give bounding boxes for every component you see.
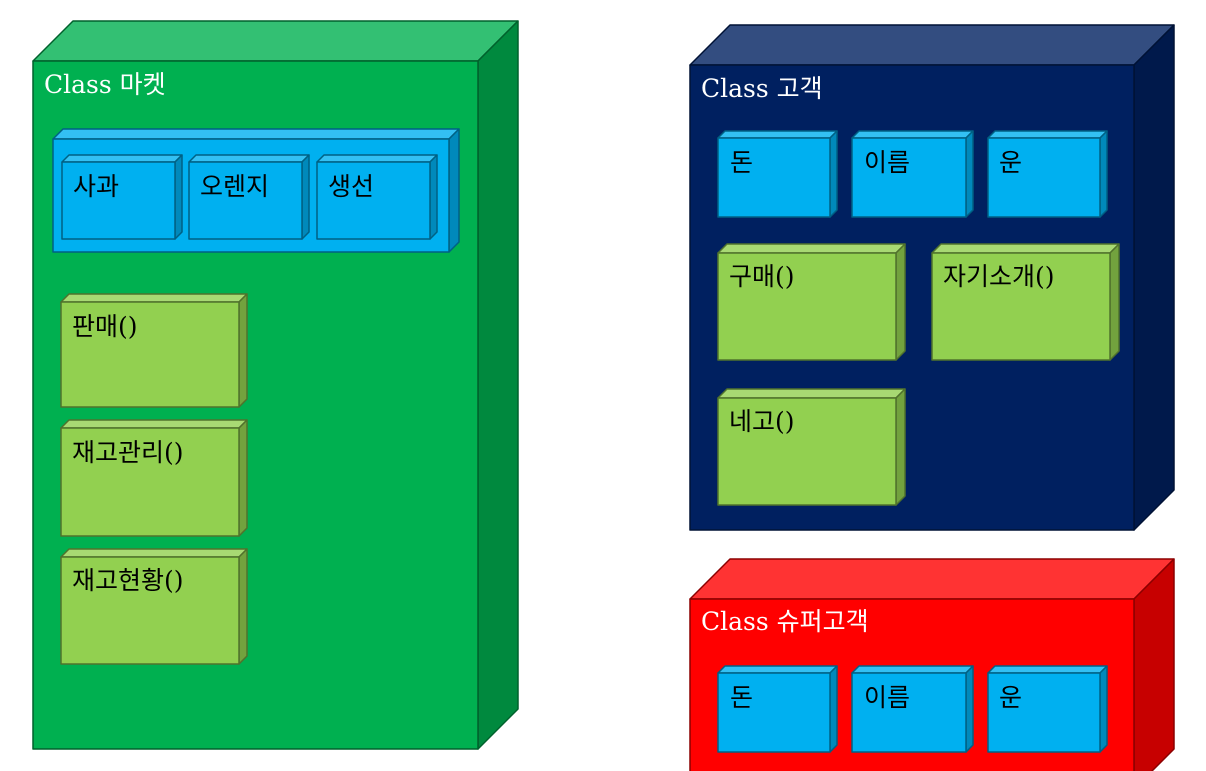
customer-method-nego: 네고()	[729, 407, 795, 436]
market-method-box-sell-top	[60, 293, 248, 303]
customer-method-box-nego-front	[717, 397, 897, 506]
class-market-title: Class 마켓	[44, 70, 166, 99]
customer-class-box-top	[689, 24, 1175, 66]
market-method-inventory-status: 재고현황()	[72, 566, 184, 595]
customer-field-box-money-front	[717, 137, 831, 218]
super-customer-field-money: 돈	[730, 683, 754, 712]
customer-field-box-luck-top	[987, 130, 1108, 139]
market-method-box-inventory-manage-front	[60, 427, 240, 537]
customer-method-buy: 구매()	[729, 262, 795, 291]
customer-class-box-side	[1133, 24, 1175, 531]
super-customer-class-box-top	[689, 558, 1175, 600]
customer-method-box-buy-top	[717, 243, 906, 254]
super-customer-field-box-luck-front	[987, 672, 1101, 753]
customer-field-name: 이름	[864, 148, 911, 177]
class-super-customer-title: Class 슈퍼고객	[701, 607, 869, 636]
super-customer-field-box-luck-top	[987, 665, 1108, 674]
market-field-apple: 사과	[73, 172, 120, 201]
market-field-box-fish-side	[429, 154, 438, 240]
market-method-box-inventory-status-side	[238, 548, 248, 665]
customer-field-box-luck-side	[1099, 130, 1108, 218]
super-customer-field-name: 이름	[864, 683, 911, 712]
customer-method-box-buy-side	[895, 243, 906, 361]
super-customer-field-box-luck-side	[1099, 665, 1108, 753]
customer-method-box-buy-front	[717, 252, 897, 361]
customer-field-box-name-top	[851, 130, 974, 139]
customer-field-box-money-top	[717, 130, 838, 139]
customer-field-box-name-front	[851, 137, 967, 218]
market-field-box-orange-top	[188, 154, 310, 163]
market-field-box-fish-top	[316, 154, 438, 163]
market-method-box-sell-side	[238, 293, 248, 408]
market-field-box-orange-front	[188, 161, 303, 240]
customer-field-box-money-side	[829, 130, 838, 218]
super-customer-field-box-money-top	[717, 665, 838, 674]
super-customer-field-luck: 운	[999, 683, 1023, 712]
customer-field-box-name-side	[965, 130, 974, 218]
market-method-inventory-manage: 재고관리()	[72, 438, 184, 467]
market-method-sell: 판매()	[72, 312, 138, 341]
market-method-box-inventory-status-top	[60, 548, 248, 558]
market-field-box-apple-side	[174, 154, 183, 240]
market-method-box-inventory-manage-top	[60, 419, 248, 429]
market-method-box-sell-front	[60, 301, 240, 408]
market-field-box-apple-front	[61, 161, 176, 240]
market-field-group-box-top	[52, 128, 460, 140]
market-class-box-top	[32, 20, 519, 62]
market-field-box-fish-front	[316, 161, 431, 240]
customer-field-box-luck-front	[987, 137, 1101, 218]
super-customer-field-box-money-side	[829, 665, 838, 753]
customer-field-money: 돈	[730, 148, 754, 177]
market-method-box-inventory-status-front	[60, 556, 240, 665]
market-field-box-orange-side	[301, 154, 310, 240]
market-field-group-box-side	[448, 128, 460, 253]
market-class-box-side	[477, 20, 519, 750]
customer-field-luck: 운	[999, 148, 1023, 177]
super-customer-field-box-name-top	[851, 665, 974, 674]
customer-method-introduce: 자기소개()	[943, 262, 1055, 291]
market-field-fish: 생선	[328, 172, 375, 201]
super-customer-field-box-name-front	[851, 672, 967, 753]
super-customer-field-box-money-front	[717, 672, 831, 753]
customer-method-box-introduce-side	[1109, 243, 1120, 361]
customer-method-box-nego-top	[717, 388, 906, 399]
customer-method-box-nego-side	[895, 388, 906, 506]
market-field-box-apple-top	[61, 154, 183, 163]
super-customer-field-box-name-side	[965, 665, 974, 753]
market-method-box-inventory-manage-side	[238, 419, 248, 537]
customer-method-box-introduce-top	[931, 243, 1120, 254]
class-customer-title: Class 고객	[701, 74, 823, 103]
market-field-orange: 오렌지	[200, 172, 270, 201]
customer-method-box-introduce-front	[931, 252, 1111, 361]
